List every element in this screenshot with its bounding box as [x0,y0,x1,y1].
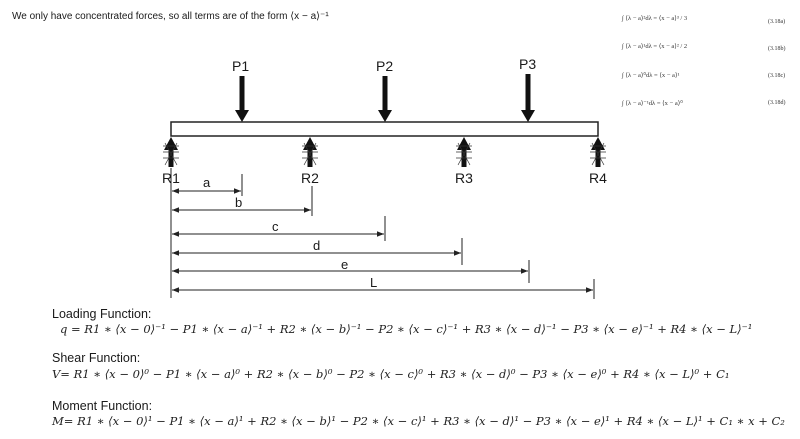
force-label-p1: P1 [232,58,250,74]
load-arrow-p3 [521,74,535,122]
dim-label-c: c [272,219,279,234]
loading-function-expr: q = R1 ∗ ⟨x − 0⟩⁻¹ − P1 ∗ ⟨x − a⟩⁻¹ + R2… [60,322,753,336]
integral-tag-c: (3.18c) [768,73,786,79]
integral-eq-d: ∫ ⟨λ − a⟩⁻¹dλ = ⟨x − a⟩⁰ [622,100,683,107]
dim-label-l: L [370,275,378,290]
shear-function-expr: V= R1 ∗ ⟨x − 0⟩⁰ − P1 ∗ ⟨x − a⟩⁰ + R2 ∗ … [52,367,730,381]
force-label-p3: P3 [519,56,537,72]
load-arrow-p2 [378,76,392,122]
integral-tag-a: (3.18a) [768,19,786,25]
dim-label-a: a [203,175,211,190]
load-arrow-p1 [235,76,249,122]
reaction-label-r4: R4 [589,170,607,186]
beam [170,121,599,137]
integral-tag-b: (3.18b) [768,46,786,52]
integral-eq-c: ∫ ⟨λ − a⟩⁰dλ = ⟨x − a⟩¹ [622,72,680,79]
reaction-arrow-r2 [302,137,318,167]
dim-label-d: d [313,238,321,253]
loading-function-title: Loading Function: [52,307,152,321]
integral-eq-b: ∫ ⟨λ − a⟩¹dλ = ⟨x − a⟩² / 2 [622,43,688,50]
dim-label-b: b [235,195,243,210]
reaction-label-r3: R3 [455,170,473,186]
reaction-label-r1: R1 [162,170,180,186]
moment-function-expr: M= R1 ∗ ⟨x − 0⟩¹ − P1 ∗ ⟨x − a⟩¹ + R2 ∗ … [52,414,785,428]
moment-function-title: Moment Function: [52,399,153,413]
reaction-arrow-r3 [456,137,472,167]
force-label-p2: P2 [376,58,394,74]
reaction-arrow-r4 [590,137,606,167]
reaction-arrow-r1 [163,137,179,167]
integral-eq-a: ∫ ⟨λ − a⟩²dλ = ⟨x − a⟩³ / 3 [622,15,688,22]
intro-text: We only have concentrated forces, so all… [12,11,329,22]
reaction-label-r2: R2 [301,170,319,186]
shear-function-title: Shear Function: [52,351,141,365]
dim-label-e: e [341,257,349,272]
integral-tag-d: (3.18d) [768,100,786,106]
